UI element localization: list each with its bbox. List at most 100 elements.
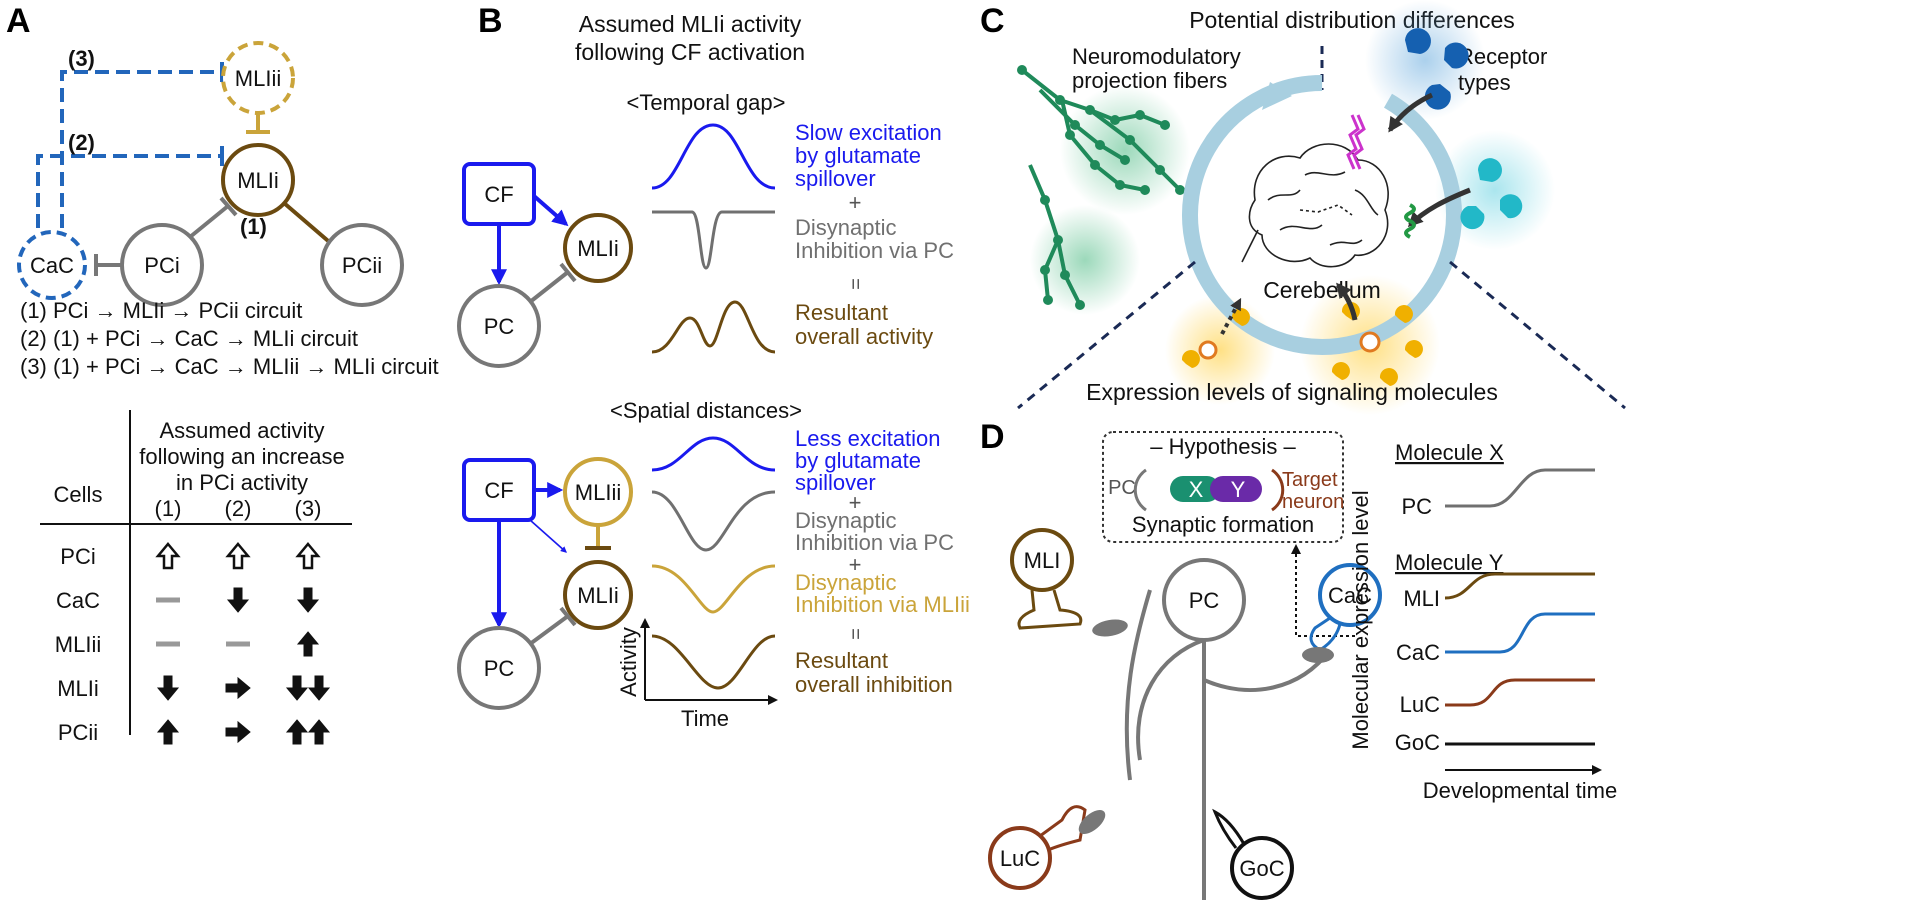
- activity-time-axes: Activity Time: [616, 618, 778, 731]
- trace-disynaptic-pc-temporal: [652, 210, 775, 270]
- receptor-cyan-icons: [1460, 158, 1523, 230]
- curve-mli: [1444, 572, 1595, 600]
- circuit-desc-3: (3) (1) + PCi → CaC → MLIii → MLIi circu…: [20, 354, 439, 379]
- activity-arrow: [296, 587, 320, 613]
- label-less-1: Less excitation: [795, 426, 941, 451]
- cac-cell-d: [1318, 563, 1382, 627]
- cac-cell: [17, 230, 87, 300]
- label-equals-spatial: =: [844, 628, 866, 640]
- graph-ylabel: Molecular expression level: [1348, 490, 1373, 749]
- mli-cell-label: MLI: [1024, 548, 1061, 573]
- table-row-cell: MLIii: [55, 632, 101, 657]
- spatial-heading: <Spatial distances>: [610, 398, 802, 423]
- molecule-x-label: X: [1189, 477, 1204, 502]
- activity-table: Assumed activity following an increase i…: [40, 410, 352, 745]
- receptor-arrow-top: [1387, 92, 1434, 133]
- target-neuron-2: neuron: [1282, 491, 1344, 513]
- panel-d-cells: MLI PC CaC LuC GoC: [988, 528, 1382, 900]
- fibers-label-1: Neuromodulatory: [1072, 44, 1241, 69]
- expression-label: Expression levels of signaling molecules: [1086, 379, 1498, 405]
- label-result-spatial-2: overall inhibition: [795, 672, 953, 697]
- molecule-y-label: Y: [1231, 477, 1246, 502]
- activity-arrow: [285, 675, 309, 701]
- hypothesis-box: [1102, 431, 1344, 543]
- molecule-y-icon: [1210, 476, 1262, 502]
- molecule-x-heading: Molecule X: [1395, 440, 1504, 465]
- pc-cell-label: PC: [1189, 588, 1220, 613]
- molecule-x-icon: [1170, 476, 1220, 502]
- pc-label-temporal: PC: [484, 314, 515, 339]
- neuromodulatory-fibers-icon: [1017, 65, 1185, 310]
- trace-less-excitation: [651, 436, 776, 472]
- curve-luc: [1445, 678, 1595, 707]
- axis-y-activity: Activity: [616, 627, 641, 697]
- molecule-y-heading: Molecule Y: [1395, 550, 1504, 575]
- label-disyn-pc-2: Inhibition via PC: [795, 530, 954, 555]
- label-disyn-temporal-1: Disynaptic: [795, 215, 896, 240]
- panel-label-a: A: [6, 2, 31, 40]
- label-less-3: spillover: [795, 470, 876, 495]
- pc-label-spatial: PC: [484, 656, 515, 681]
- table-header-line-2: following an increase: [139, 444, 344, 469]
- temporal-circuit: CF MLIi PC: [457, 162, 633, 368]
- receptors-label-1: Receptor: [1458, 44, 1547, 69]
- pc-circle-spatial: [457, 626, 541, 710]
- spatial-circuit: CF MLIii MLIi PC: [457, 457, 633, 710]
- label-slow-1: Slow excitation: [795, 120, 942, 145]
- pc-cell: [1162, 558, 1246, 642]
- goc-cell-label: GoC: [1239, 856, 1284, 881]
- mli-label-temporal: MLIi: [577, 236, 619, 261]
- cac-label: CaC: [30, 253, 74, 278]
- table-col-1: (1): [155, 496, 182, 521]
- activity-arrow: [307, 675, 331, 701]
- trace-resultant-temporal: [651, 300, 776, 354]
- mli-i-label: MLIi: [237, 168, 279, 193]
- mli-circle-temporal: [563, 213, 633, 283]
- table-row-cell: CaC: [56, 588, 100, 613]
- row-label-luc: LuC: [1400, 692, 1440, 717]
- row-label-cac: CaC: [1396, 640, 1440, 665]
- axis-x-time: Time: [681, 706, 729, 731]
- curve-cac: [1445, 612, 1595, 654]
- circuit-desc-2: (2) (1) + PCi → CaC → MLIi circuit: [20, 326, 358, 351]
- label-plus-spatial-2: +: [849, 552, 862, 577]
- label-equals-temporal: =: [844, 278, 866, 290]
- panel-label-d: D: [980, 418, 1005, 456]
- expression-graph: Molecule X Molecule Y PC MLI CaC LuC GoC…: [1348, 440, 1617, 803]
- synaptic-formation-label: Synaptic formation: [1132, 512, 1314, 537]
- circuit-3-connection: [60, 70, 222, 228]
- label-disyn-mli-2: Inhibition via MLIii: [795, 592, 970, 617]
- table-row-cell: PCii: [58, 720, 98, 745]
- signaling-molecules-icon: [1181, 302, 1423, 386]
- table-header-line-3: in PCi activity: [176, 470, 308, 495]
- activity-arrow: [296, 631, 320, 657]
- row-label-mli: MLI: [1403, 586, 1440, 611]
- graph-xlabel: Developmental time: [1423, 778, 1617, 803]
- cf-label-temporal: CF: [484, 182, 513, 207]
- goc-cell: [1230, 836, 1294, 900]
- table-col-3: (3): [295, 496, 322, 521]
- mli-i-cell: [221, 143, 295, 217]
- label-result-temporal-1: Resultant: [795, 300, 888, 325]
- cf-label-spatial: CF: [484, 478, 513, 503]
- circuit-label-2: (2): [68, 130, 95, 155]
- mli-i-label-spatial: MLIi: [577, 583, 619, 608]
- label-plus-temporal: +: [849, 190, 862, 215]
- luc-cell-label: LuC: [1000, 846, 1040, 871]
- panel-label-b: B: [478, 2, 503, 40]
- label-result-temporal-2: overall activity: [795, 324, 933, 349]
- table-row-cell: MLIi: [57, 676, 99, 701]
- activity-arrow: [156, 719, 180, 745]
- molecule-arrow-dotted: [1220, 297, 1242, 335]
- circuit-label-3: (3): [68, 46, 95, 71]
- temporal-heading: <Temporal gap>: [627, 90, 786, 115]
- receptors-label-2: types: [1458, 70, 1511, 95]
- trace-resultant-spatial: [651, 634, 776, 690]
- hypothesis-pc-label: PC: [1108, 477, 1136, 499]
- activity-arrow: [155, 542, 181, 570]
- mli-i-circle-spatial: [563, 560, 633, 630]
- receptor-green-icon: [1404, 203, 1416, 239]
- pc-i-label: PCi: [144, 253, 179, 278]
- label-disyn-temporal-2: Inhibition via PC: [795, 238, 954, 263]
